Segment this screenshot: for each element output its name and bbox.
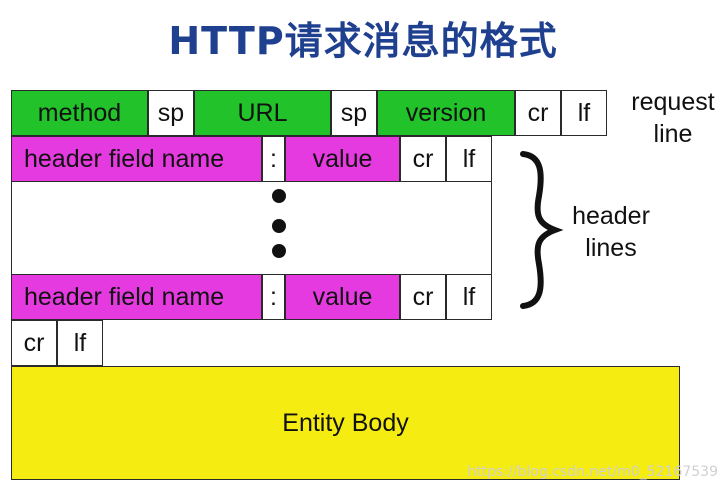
ellipsis-dot [272, 244, 286, 258]
cr-field: cr [515, 90, 561, 136]
colon-field: : [262, 136, 285, 182]
header-field-name: header field name [11, 136, 262, 182]
method-field: method [11, 90, 148, 136]
cr-field: cr [400, 274, 446, 320]
header-lines-label: header lines [556, 200, 666, 264]
lf-field: lf [446, 136, 492, 182]
page-title: HTTP请求消息的格式 [168, 19, 558, 63]
ellipsis-dot [272, 189, 286, 203]
value-field: value [285, 274, 400, 320]
sp-field: sp [331, 90, 377, 136]
header-field-name: header field name [11, 274, 262, 320]
header-lines-label-line1: header [572, 202, 650, 230]
header-lines-label-line2: lines [585, 234, 637, 262]
sp-field: sp [148, 90, 194, 136]
entity-body: Entity Body [11, 366, 680, 480]
request-line-label: request line [620, 86, 726, 150]
ellipsis-dot [272, 219, 286, 233]
lf-field: lf [446, 274, 492, 320]
version-field: version [377, 90, 515, 136]
lf-field: lf [561, 90, 607, 136]
curly-brace-icon [520, 151, 564, 309]
colon-field: : [262, 274, 285, 320]
cr-field: cr [400, 136, 446, 182]
url-field: URL [194, 90, 331, 136]
request-line-label-line1: request [631, 88, 715, 116]
watermark: https://blog.csdn.net/m0_52167539 [467, 464, 718, 480]
request-line-label-line2: line [653, 120, 693, 148]
blank-line-cr: cr [11, 320, 57, 366]
blank-line-lf: lf [57, 320, 103, 366]
value-field: value [285, 136, 400, 182]
